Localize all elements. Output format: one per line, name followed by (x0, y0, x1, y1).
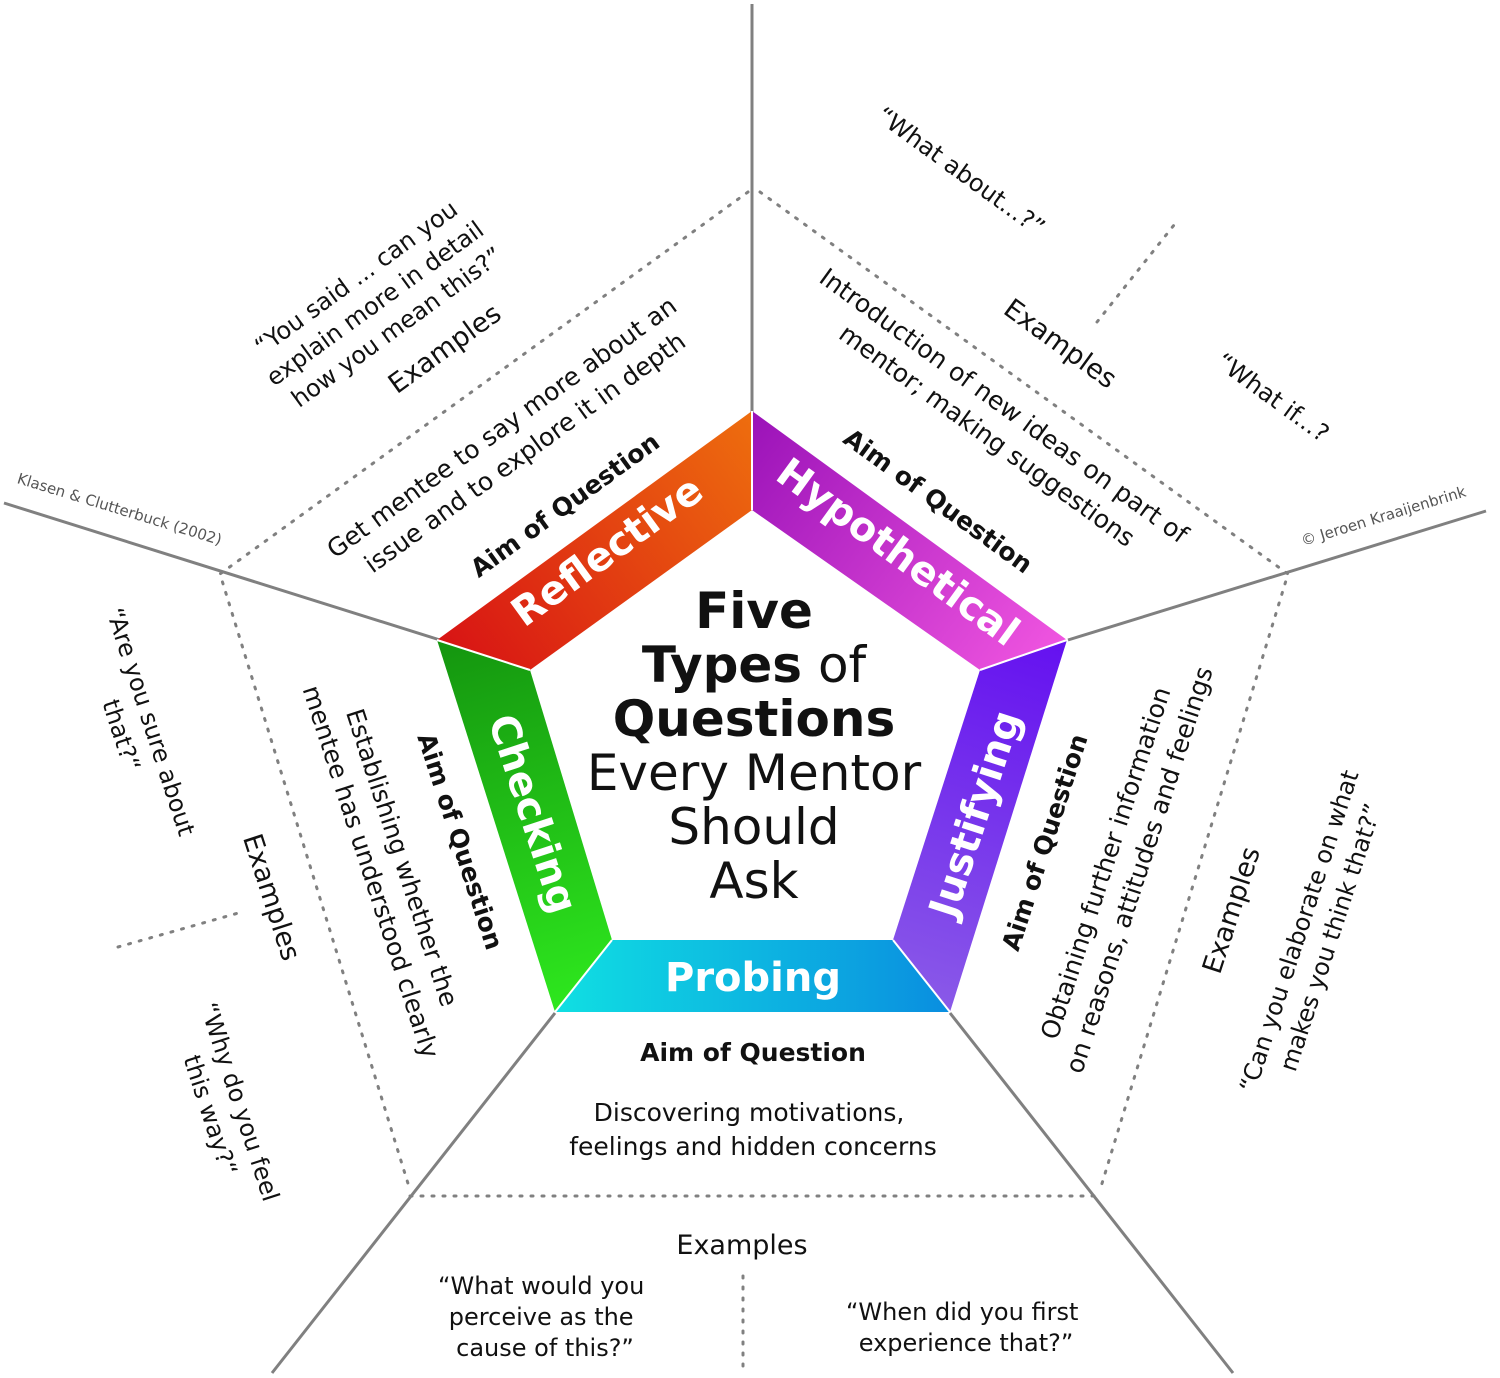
aim-text-justifying: Obtaining further information on reasons… (1027, 653, 1218, 1077)
separator-lower-left (270, 1012, 557, 1374)
separator-lines (3, 4, 1487, 1374)
aim-line: Discovering motivations, (594, 1098, 905, 1127)
title-line-2: Types of (642, 636, 868, 694)
example-reflective-1: “You said ... can you explain more in de… (242, 185, 514, 418)
center-title: Five Types of Questions Every Mentor Sho… (587, 582, 922, 910)
sector-checking: Aim of Question Establishing whether the… (70, 604, 508, 1222)
dotted-examples-divider-top-right (1095, 218, 1180, 324)
title-line-6: Ask (709, 852, 798, 910)
examples-label-probing: Examples (676, 1230, 807, 1261)
examples-label-justifying: Examples (1197, 843, 1267, 977)
joint-right (979, 639, 1068, 671)
dotted-guide-top-left (218, 190, 750, 1192)
example-line: “What if...? (1211, 347, 1334, 447)
example-justifying-1: “Can you elaborate on what makes you thi… (1234, 760, 1397, 1106)
title-line-3: Questions (613, 690, 896, 748)
joint-bottom-left (554, 939, 613, 1013)
example-checking-2: “Why do you feel this way?“ (164, 999, 287, 1222)
segment-hypothetical (752, 411, 1067, 670)
example-hypothetical-1: “What about...?” (871, 101, 1050, 241)
dotted-guides (116, 190, 1290, 1370)
credit-author: © Jeroen Kraaijenbrink (1299, 482, 1469, 549)
aim-line: feelings and hidden concerns (569, 1132, 937, 1161)
pentagon-ring (436, 411, 1068, 1013)
example-line: “What would you (438, 1272, 644, 1300)
example-line: “When did you first (846, 1298, 1078, 1326)
title-types-bold: Types (642, 636, 802, 694)
separator-upper-right (1067, 509, 1487, 642)
examples-label-hypothetical: Examples (998, 293, 1122, 395)
sector-justifying: Aim of Question Obtaining further inform… (996, 653, 1397, 1106)
example-probing-1: “What would you perceive as the cause of… (438, 1272, 652, 1362)
segment-probing (555, 940, 950, 1012)
example-line: experience that?” (859, 1329, 1074, 1357)
aim-text-probing: Discovering motivations, feelings and hi… (569, 1098, 937, 1161)
segment-reflective (437, 411, 752, 670)
example-line: perceive as the (449, 1303, 634, 1331)
credit-source: Klasen & Clutterbuck (2002) (15, 469, 224, 548)
joint-bottom-right (892, 939, 951, 1013)
separator-lower-right (948, 1012, 1235, 1374)
label-probing: Probing (665, 955, 841, 1001)
aim-text-checking: Establishing whether the mentee has unde… (297, 671, 478, 1062)
segment-checking (437, 640, 612, 1012)
dotted-examples-divider-left (116, 910, 244, 949)
title-types-rest: of (802, 636, 867, 694)
segment-justifying (893, 640, 1067, 1012)
example-line: “What about...?” (871, 101, 1050, 241)
sector-probing: Aim of Question Discovering motivations,… (438, 1038, 1086, 1362)
joint-left (436, 639, 531, 671)
examples-label-checking: Examples (236, 830, 306, 964)
example-line: cause of this?” (456, 1334, 634, 1362)
example-probing-2: “When did you first experience that?” (846, 1298, 1086, 1357)
title-line-1: Five (695, 582, 813, 640)
title-line-5: Should (668, 798, 839, 856)
example-checking-1: “Are you sure about that?“ (70, 604, 203, 856)
title-line-4: Every Mentor (587, 744, 922, 802)
example-hypothetical-2: “What if...? (1211, 347, 1334, 447)
dotted-guide-top-right (758, 190, 1290, 1192)
aim-title-probing: Aim of Question (640, 1038, 866, 1067)
